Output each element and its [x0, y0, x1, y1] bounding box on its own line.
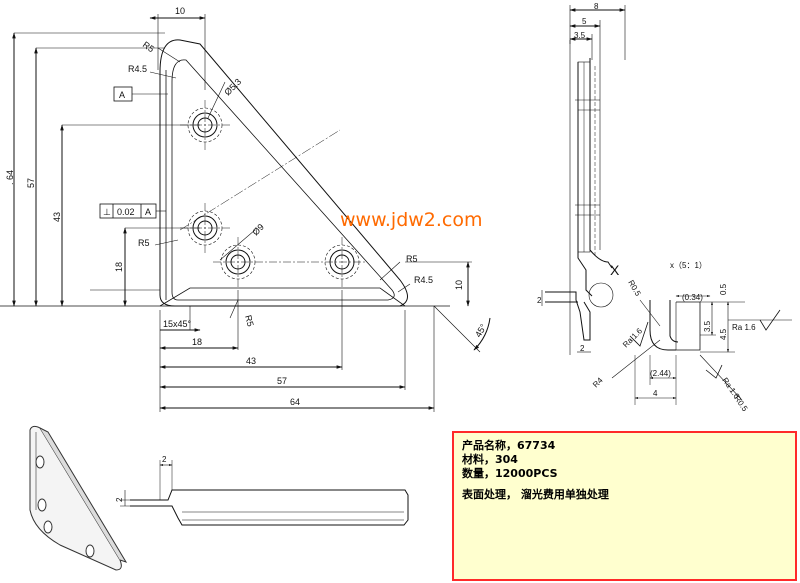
dim-radius-right2: R4.5 — [414, 275, 433, 285]
dim-height-18: 18 — [114, 262, 124, 272]
dim-radius-top: R5 — [141, 39, 156, 54]
side-view — [541, 5, 626, 355]
isometric-view — [29, 425, 128, 571]
detail-dim-3-5: 3.5 — [703, 320, 712, 332]
profile-dim-2-left: 2 — [115, 497, 124, 502]
dim-width-64: 64 — [290, 397, 300, 407]
side-dim-5: 5 — [582, 17, 587, 26]
note-quantity: 数量，12000PCS — [462, 467, 558, 480]
dim-top-10: 10 — [175, 6, 185, 16]
tolerance-symbol: ⊥ — [103, 207, 111, 217]
dim-radius-right: R5 — [406, 254, 418, 264]
detail-view-labels: x（5：1） R0.5 (0.34) 0.5 Ra 1.6 3.5 4.5 Ra… — [591, 261, 756, 413]
dim-radius-left: R5 — [138, 238, 150, 248]
plate-outline — [159, 39, 408, 307]
dim-width-43: 43 — [246, 356, 256, 366]
dim-height-57: 57 — [26, 178, 36, 188]
front-view — [0, 14, 491, 412]
watermark: www.jdw2.com — [340, 209, 483, 231]
plate-inner-outline — [171, 59, 395, 301]
detail-ra-right: Ra 1.6 — [732, 323, 756, 332]
side-dim-2-left: 2 — [537, 296, 542, 305]
tolerance-datum: A — [145, 207, 151, 217]
side-view-labels: 8 5 3.5 2 2 X — [537, 2, 620, 353]
tolerance-value: 0.02 — [117, 207, 135, 217]
detail-dim-4: 4 — [653, 389, 658, 398]
detail-dim-0-34: (0.34) — [682, 293, 703, 302]
notes-panel: 产品名称，67734 材料，304 数量，12000PCS 表面处理， 溜光费用… — [452, 431, 797, 581]
side-dim-3-5: 3.5 — [574, 31, 586, 40]
dim-height-64: . 64 — [5, 170, 15, 185]
section-mark: X — [610, 262, 620, 278]
dim-thickness-10: 10 — [454, 280, 464, 290]
bottom-chamfer — [159, 287, 406, 307]
side-dim-2-bottom: 2 — [580, 344, 585, 353]
dim-height-43: 43 — [52, 212, 62, 222]
bottom-profile-labels: 2 2 — [115, 455, 167, 502]
detail-r0-5-bottom: R0.5 — [732, 394, 749, 413]
dim-radius-bottom: R5 — [243, 314, 256, 328]
dim-big-hole: Ø9 — [250, 222, 266, 238]
detail-title: x（5：1） — [670, 261, 707, 270]
detail-dim-2-44: (2.44) — [650, 369, 671, 378]
bottom-profile-view — [120, 460, 409, 526]
detail-r4: R4 — [591, 375, 605, 389]
profile-dim-2-top: 2 — [162, 455, 167, 464]
dim-hole-diameter: Ø5.3 — [222, 77, 243, 98]
detail-ra-left: Ra 1.6 — [621, 326, 644, 349]
dim-radius-top2: R4.5 — [128, 64, 147, 74]
dim-angle: 45° — [473, 322, 489, 339]
detail-dim-0-5: 0.5 — [719, 283, 728, 295]
side-dim-8: 8 — [594, 2, 599, 11]
detail-view — [611, 294, 792, 405]
front-view-labels: 10 R5 R4.5 A Ø5.3 . 64 57 43 18 ⊥ 0.02 A… — [5, 6, 489, 407]
dim-width-18: 18 — [192, 337, 202, 347]
dim-chamfer: 15x45° — [163, 319, 192, 329]
detail-dim-4-5: 4.5 — [719, 328, 728, 340]
dim-width-57: 57 — [277, 376, 287, 386]
note-product-name: 产品名称，67734 — [462, 439, 556, 452]
note-surface-treatment: 表面处理， 溜光费用单独处理 — [462, 488, 609, 501]
datum-a-label: A — [119, 90, 125, 100]
note-material: 材料，304 — [462, 453, 518, 466]
detail-r0-5-top: R0.5 — [626, 279, 643, 299]
